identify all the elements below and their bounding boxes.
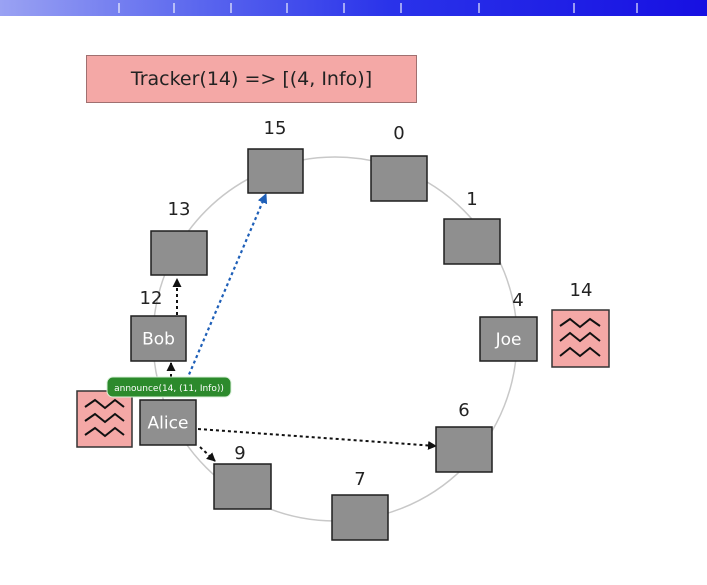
node-4-box <box>479 316 538 362</box>
top-bar-tick <box>286 3 288 13</box>
node-4-name: Joe <box>495 330 522 350</box>
data-item-14-label: 14 <box>570 280 593 301</box>
top-bar-tick <box>230 3 232 13</box>
node-9: 9 <box>213 443 272 510</box>
node-11-box <box>139 399 197 446</box>
top-bar-tick <box>400 3 402 13</box>
node-11-name: Alice <box>148 414 189 434</box>
top-bar-tick <box>173 3 175 13</box>
node-15-box <box>247 148 304 194</box>
alice-to-node-9-arrow <box>199 446 216 462</box>
alice-to-node-6-arrow <box>197 428 437 450</box>
node-0-box <box>370 155 428 202</box>
node-15: 15 <box>247 118 304 194</box>
top-bar-tick <box>343 3 345 13</box>
node-7-box <box>331 494 389 541</box>
data-item-14-box <box>551 309 610 368</box>
node-9-id-label: 9 <box>234 443 245 464</box>
top-bar-tick <box>478 3 480 13</box>
node-6: 6 <box>435 400 493 473</box>
node-13: 13 <box>150 199 208 276</box>
node-6-id-label: 6 <box>458 400 469 421</box>
node-12-id-label: 12 <box>140 288 163 309</box>
node-0: 0 <box>370 123 428 202</box>
wavy-lines-file-icon <box>559 317 601 358</box>
top-bar-tick <box>118 3 120 13</box>
tracker-label: Tracker(14) => [(4, Info)] <box>130 68 373 90</box>
node-15-id-label: 15 <box>264 118 287 139</box>
announce-pill <box>106 376 232 398</box>
node-0-id-label: 0 <box>393 123 404 144</box>
node-13-box <box>150 230 208 276</box>
node-4-id-label: 4 <box>512 290 523 311</box>
top-bar-tick <box>636 3 638 13</box>
top-decorative-bar <box>0 0 707 16</box>
announce-label: announce(14, (11, Info)) <box>114 384 224 394</box>
node-1-box <box>443 218 501 265</box>
data-item-alice <box>76 390 133 448</box>
announce-message: announce(14, (11, Info)) <box>106 376 232 398</box>
node-12-name: Bob <box>142 330 175 350</box>
node-4: Joe 4 <box>479 290 538 362</box>
node-13-id-label: 13 <box>168 199 191 220</box>
tracker-box: Tracker(14) => [(4, Info)] <box>86 55 417 103</box>
node-11: Alice <box>139 399 197 446</box>
node-12: Bob 12 <box>130 288 187 362</box>
node-6-box <box>435 426 493 473</box>
top-bar-tick <box>573 3 575 13</box>
node-12-box <box>130 315 187 362</box>
node-1: 1 <box>443 189 501 265</box>
node-7-id-label: 7 <box>354 469 365 490</box>
wavy-lines-file-icon <box>84 398 125 438</box>
data-item-alice-box <box>76 390 133 448</box>
node-7: 7 <box>331 469 389 541</box>
node-9-box <box>213 463 272 510</box>
node-1-id-label: 1 <box>466 189 477 210</box>
data-item-14: 14 <box>551 280 610 368</box>
